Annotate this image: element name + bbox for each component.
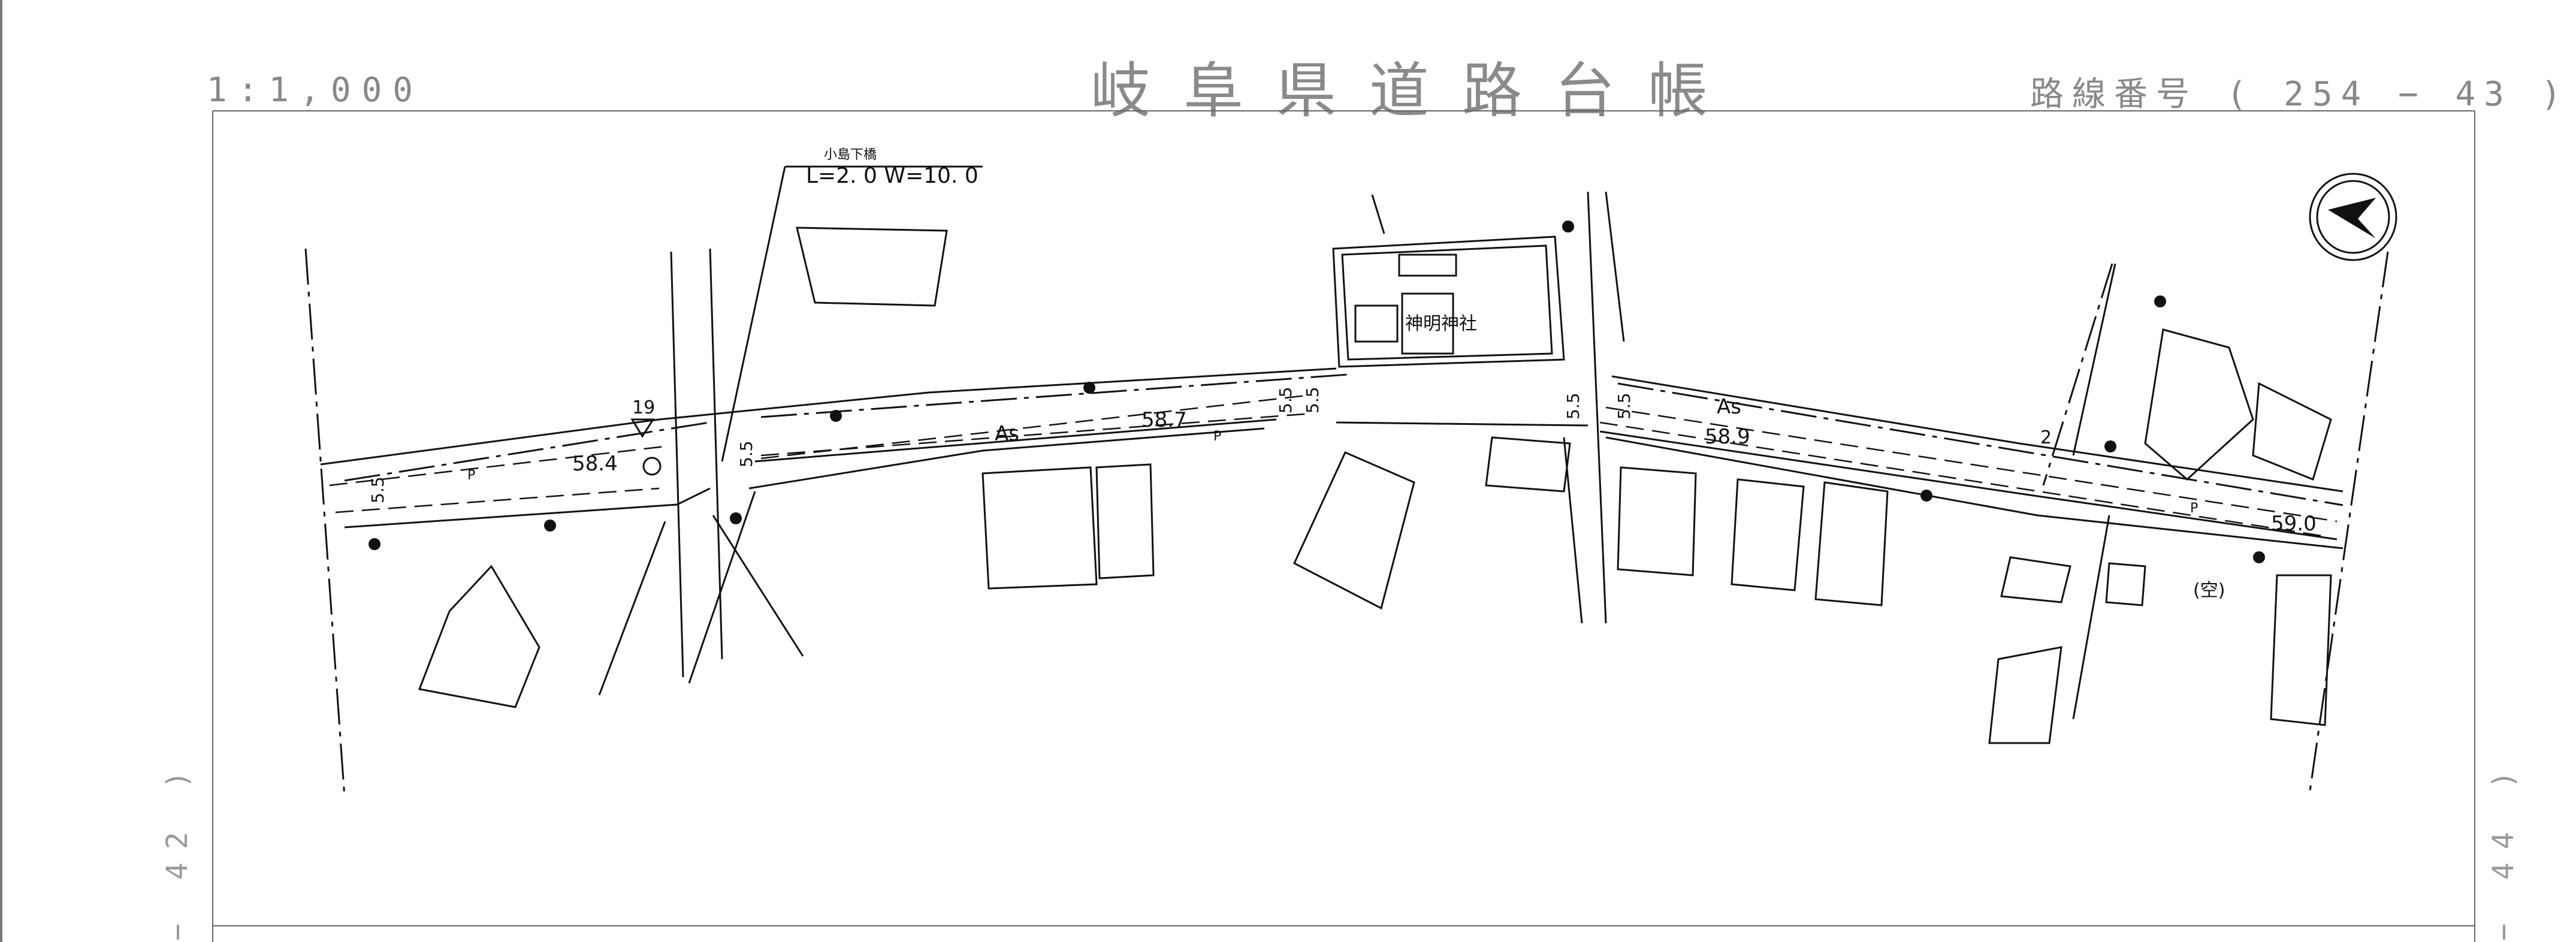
buildings [418,227,2332,744]
road-width-label: 5.5 [1276,387,1295,413]
pole-label: P [2190,501,2198,516]
road-width-label: 5.5 [1614,393,1634,419]
north-arrow-icon [2309,173,2397,261]
shrine-name: 神明神社 [1405,313,1477,334]
utility-pole [1562,221,1574,233]
utility-pole [830,410,842,422]
route-close-paren: ) [2541,75,2570,114]
pole-label: P [467,468,475,483]
pole-label: P [1213,429,1221,444]
road-width-label: 5.5 [736,440,756,467]
utility-poles [369,221,2265,563]
elevation-label: 59.0 [2271,512,2317,536]
shrine-precinct [1332,236,1565,368]
route-number: 254 − 43 [2284,75,2512,114]
lane-lines [329,394,2338,538]
elevation-label: 58.7 [1141,408,1187,432]
utility-pole [730,512,742,524]
road-edges [320,367,2344,550]
route-open-paren: ( [2226,75,2255,114]
road-width-label: 5.5 [368,476,388,503]
bridge-name: 小島下橋 [824,147,877,162]
route-label: 路線番号 [2030,75,2198,114]
page-title: 岐阜県道路台帳 [1091,56,1741,126]
utility-pole [1083,382,1095,394]
benchmark-symbol [630,418,662,476]
route-number-header: 路線番号 ( 254 − 43 ) [2030,67,2569,116]
utility-pole [2154,295,2166,307]
utility-pole [2253,551,2265,563]
bridge-dimensions: L=2. 0 W=10. 0 [806,164,979,188]
benchmark-number: 19 [632,397,655,418]
utility-pole [544,520,556,532]
marker-label: 2 [2040,427,2052,448]
page-left-edge [0,0,2,942]
pavement-label: As [1717,395,1741,419]
utility-pole [1920,490,1932,502]
pavement-label: As [995,422,1019,446]
road-width-label: 5.5 [1303,387,1322,413]
bridge-callout [721,165,983,462]
elevation-label: 58.4 [572,452,618,476]
road-boundary-lines [304,248,2389,798]
scale-label: 1:1,000 [207,71,424,110]
vacant-lot-label: (空) [2193,580,2225,601]
utility-pole [369,538,380,550]
utility-pole [2104,440,2116,452]
sheet-frame [212,110,2475,942]
road-width-label: 5.5 [1563,393,1583,419]
elevation-label: 58.9 [1705,425,1750,449]
